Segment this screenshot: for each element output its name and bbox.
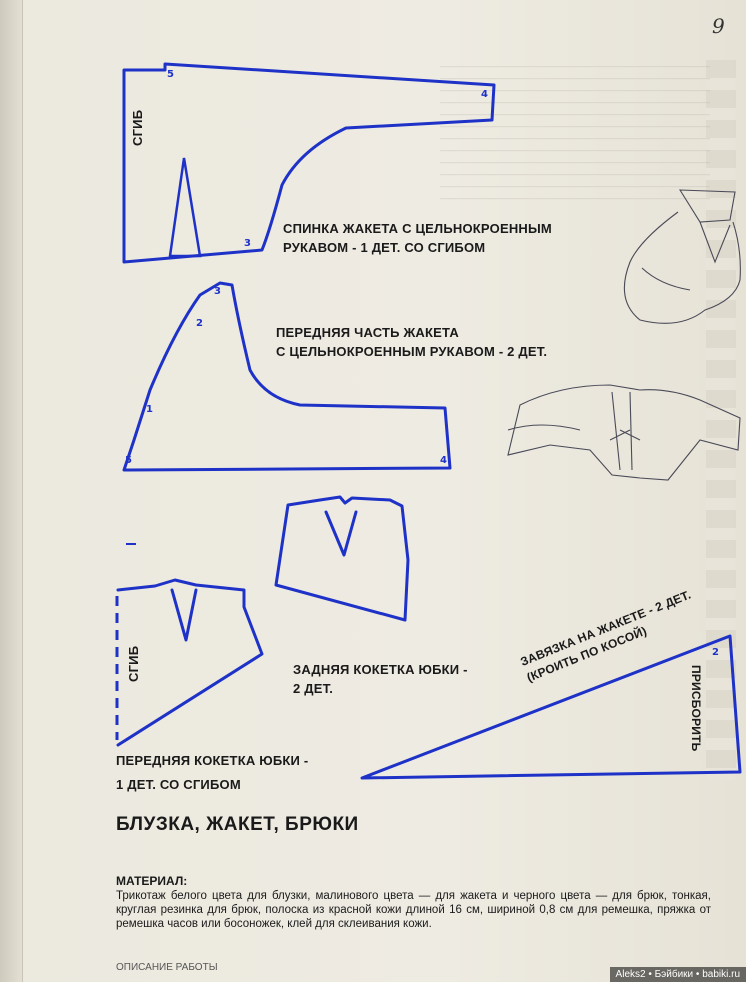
pattern-back-jacket	[122, 62, 496, 264]
materials-heading: МАТЕРИАЛ:	[116, 874, 188, 888]
pattern-front-yoke	[116, 578, 264, 747]
label-gather: ПРИСБОРИТЬ	[689, 665, 703, 752]
back-yoke-dart	[324, 510, 358, 557]
label-back-yoke: ЗАДНЯЯ КОКЕТКА ЮБКИ -2 ДЕТ.	[293, 662, 468, 696]
fold-label-front-yoke: СГИБ	[126, 645, 141, 682]
svg-text:3: 3	[214, 286, 221, 297]
cut-off-text: ОПИСАНИЕ РАБОТЫ	[116, 962, 218, 973]
svg-text:1: 1	[146, 404, 153, 415]
page-binding-edge	[0, 0, 23, 982]
svg-text:2: 2	[712, 647, 719, 658]
svg-text:4: 4	[481, 89, 488, 100]
svg-text:5: 5	[167, 69, 174, 80]
pattern-back-yoke	[274, 495, 410, 622]
back-dart	[168, 157, 202, 258]
watermark: Aleks2 • Бэйбики • babiki.ru	[609, 967, 746, 982]
page-number: 9	[712, 14, 725, 38]
svg-text:4: 4	[440, 455, 447, 466]
pattern-tie	[360, 634, 742, 780]
front-yoke-dart	[170, 588, 198, 642]
bleed-through-text: ————————————————————————————————————————…	[440, 61, 710, 203]
fold-label-back: СГИБ	[130, 109, 145, 146]
materials-text: Трикотаж белого цвета для блузки, малино…	[116, 890, 711, 930]
svg-text:3: 3	[244, 238, 251, 249]
svg-text:2: 2	[196, 318, 203, 329]
pattern-front-jacket	[122, 281, 452, 472]
page-title: БЛУЗКА, ЖАКЕТ, БРЮКИ	[116, 814, 359, 835]
label-front-yoke: ПЕРЕДНЯЯ КОКЕТКА ЮБКИ -1 ДЕТ. СО СГИБОМ	[116, 753, 309, 792]
svg-text:5: 5	[125, 455, 132, 466]
